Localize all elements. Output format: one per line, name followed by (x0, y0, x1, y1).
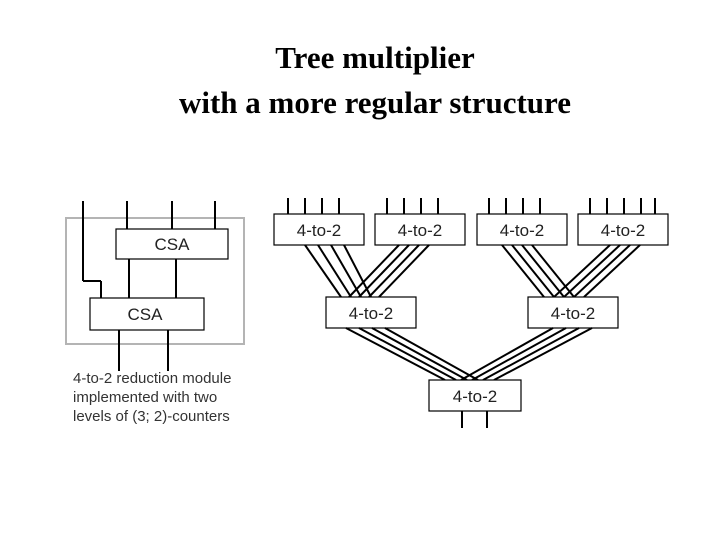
csa-top-label: CSA (155, 235, 191, 254)
level2-label-2: 4-to-2 (551, 304, 595, 323)
level1-box-3 (476, 213, 568, 246)
csa-top-box (115, 228, 229, 260)
caption-line-3: levels of (3; 2)-counters (73, 408, 230, 425)
level1-label-4: 4-to-2 (601, 221, 645, 240)
level3-box (428, 379, 522, 412)
caption-line-2: implemented with two (73, 389, 217, 406)
level2-label-1: 4-to-2 (349, 304, 393, 323)
module-detail: CSA CSA 4-to-2 reduction module implemen… (65, 201, 245, 425)
level1-box-2 (374, 213, 466, 246)
level3-label: 4-to-2 (453, 387, 497, 406)
title-line-1: Tree multiplier (275, 40, 475, 75)
title-line-2: with a more regular structure (178, 85, 572, 120)
level1-label-1: 4-to-2 (297, 221, 341, 240)
level1-to-level2-wires-left (304, 244, 430, 298)
tree-inputs (287, 198, 656, 214)
csa-bottom-box (89, 297, 205, 331)
level1-box-4 (577, 213, 669, 246)
level2-box-2 (527, 296, 619, 329)
level2-to-level3-wires (345, 327, 593, 381)
module-outline (65, 217, 245, 345)
csa-bottom-label: CSA (128, 305, 164, 324)
reduction-tree: 4-to-2 4-to-2 4-to-2 4-to-2 (273, 198, 669, 428)
caption-line-1: 4-to-2 reduction module (73, 370, 231, 387)
level2-box-1 (325, 296, 417, 329)
level1-box-1 (273, 213, 365, 246)
level1-label-3: 4-to-2 (500, 221, 544, 240)
level1-to-level2-wires-right (501, 244, 641, 298)
level1-label-2: 4-to-2 (398, 221, 442, 240)
